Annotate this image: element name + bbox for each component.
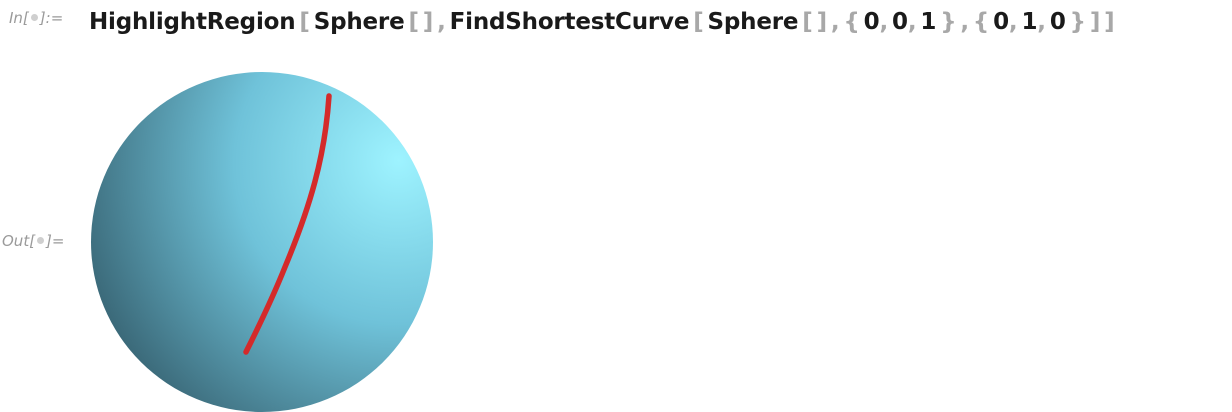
code-punctuation: , <box>879 9 889 35</box>
out-label-suffix: ]= <box>46 232 65 250</box>
cell-indicator-dot-icon <box>30 14 38 21</box>
code-token: FindShortestCurve <box>449 9 690 35</box>
code-punctuation: ] <box>1089 9 1101 35</box>
code-token: 1 <box>1021 9 1038 35</box>
code-punctuation: [ <box>693 9 704 35</box>
code-punctuation: { <box>972 9 990 35</box>
input-cell-label: In[ ]:= <box>9 9 63 27</box>
code-punctuation: } <box>1069 9 1086 35</box>
code-punctuation: , <box>960 9 969 35</box>
code-punctuation: , <box>1008 9 1018 35</box>
output-3d-graphic[interactable] <box>80 62 442 412</box>
sphere-surface <box>91 72 433 412</box>
output-cell-label: Out[ ]= <box>2 232 64 250</box>
in-label-suffix: ]:= <box>39 9 64 27</box>
code-punctuation: [ <box>299 9 310 35</box>
code-punctuation: { <box>843 9 860 35</box>
code-token: Sphere <box>707 9 799 35</box>
code-punctuation: ] <box>1104 9 1115 35</box>
in-label-prefix: In[ <box>9 9 29 27</box>
code-punctuation: ] <box>816 9 828 35</box>
code-punctuation: , <box>830 9 840 35</box>
out-label-prefix: Out[ <box>2 232 36 250</box>
code-punctuation: } <box>940 9 957 35</box>
code-token: 0 <box>993 9 1009 35</box>
code-token: Sphere <box>313 9 405 35</box>
code-token: 0 <box>863 9 880 35</box>
code-token: 0 <box>892 9 908 35</box>
cell-indicator-dot-icon <box>37 237 45 244</box>
code-punctuation: , <box>907 9 917 35</box>
code-token: 1 <box>920 9 937 35</box>
code-punctuation: ] <box>422 9 434 35</box>
input-code-line[interactable]: HighlightRegion[Sphere[],FindShortestCur… <box>89 2 1115 42</box>
code-punctuation: [ <box>408 9 419 35</box>
code-token: HighlightRegion <box>89 9 296 35</box>
code-token: 0 <box>1049 9 1066 35</box>
shortest-curve-highlight <box>243 93 332 355</box>
code-punctuation: [ <box>802 9 813 35</box>
code-punctuation: , <box>437 9 446 35</box>
code-punctuation: , <box>1037 9 1046 35</box>
